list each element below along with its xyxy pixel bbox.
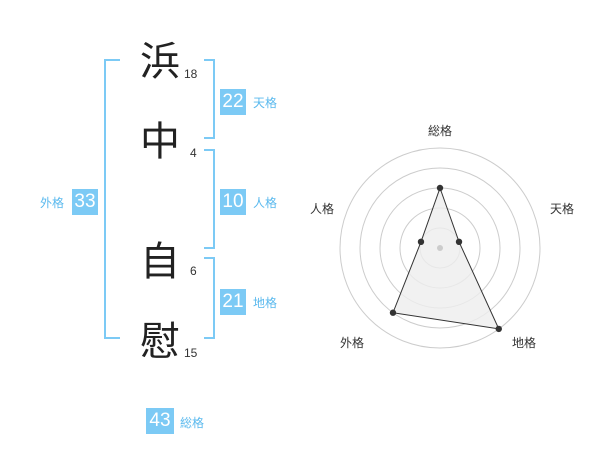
chikaku-bracket	[204, 257, 215, 339]
tenkaku-label: 天格	[253, 96, 278, 110]
chikaku-label: 地格	[253, 296, 278, 310]
radar-point-4	[417, 238, 425, 246]
gaikaku-label: 外格	[40, 196, 65, 210]
radar-ring	[359, 167, 521, 329]
tenkaku-bracket	[204, 59, 215, 139]
radar-chart	[339, 147, 541, 349]
radar-shape	[392, 186, 500, 330]
soukaku-value: 43	[146, 408, 174, 434]
jinkaku-bracket	[204, 149, 215, 249]
name-char-1: 浜	[140, 39, 180, 85]
radar-label-jinkaku: 人格	[310, 202, 335, 216]
radar-ring	[339, 147, 541, 349]
name-char-4: 慰	[140, 319, 180, 365]
chikaku-value: 21	[220, 289, 246, 315]
jinkaku-value: 10	[220, 189, 246, 215]
radar-label-soukaku: 総格	[428, 124, 453, 138]
gaikaku-bracket	[104, 59, 120, 339]
radar-point-1	[455, 238, 463, 246]
name-char-2: 中	[140, 119, 180, 165]
stroke-count-4: 15	[184, 346, 198, 360]
radar-point-2	[495, 325, 502, 333]
stroke-count-2: 4	[190, 146, 197, 160]
radar-label-tenkaku: 天格	[550, 202, 575, 216]
radar-point-0	[436, 184, 444, 192]
radar-label-chikaku: 地格	[512, 336, 537, 350]
radar-point-3	[389, 309, 397, 316]
gaikaku-value: 33	[72, 189, 98, 215]
tenkaku-value: 22	[220, 89, 246, 115]
radar-label-gaikaku: 外格	[340, 336, 365, 350]
stroke-count-3: 6	[190, 264, 197, 278]
jinkaku-label: 人格	[253, 196, 278, 210]
soukaku-label: 総格	[180, 416, 205, 430]
radar-center	[437, 245, 443, 251]
stroke-count-1: 18	[184, 67, 198, 81]
name-char-3: 自	[140, 239, 180, 285]
